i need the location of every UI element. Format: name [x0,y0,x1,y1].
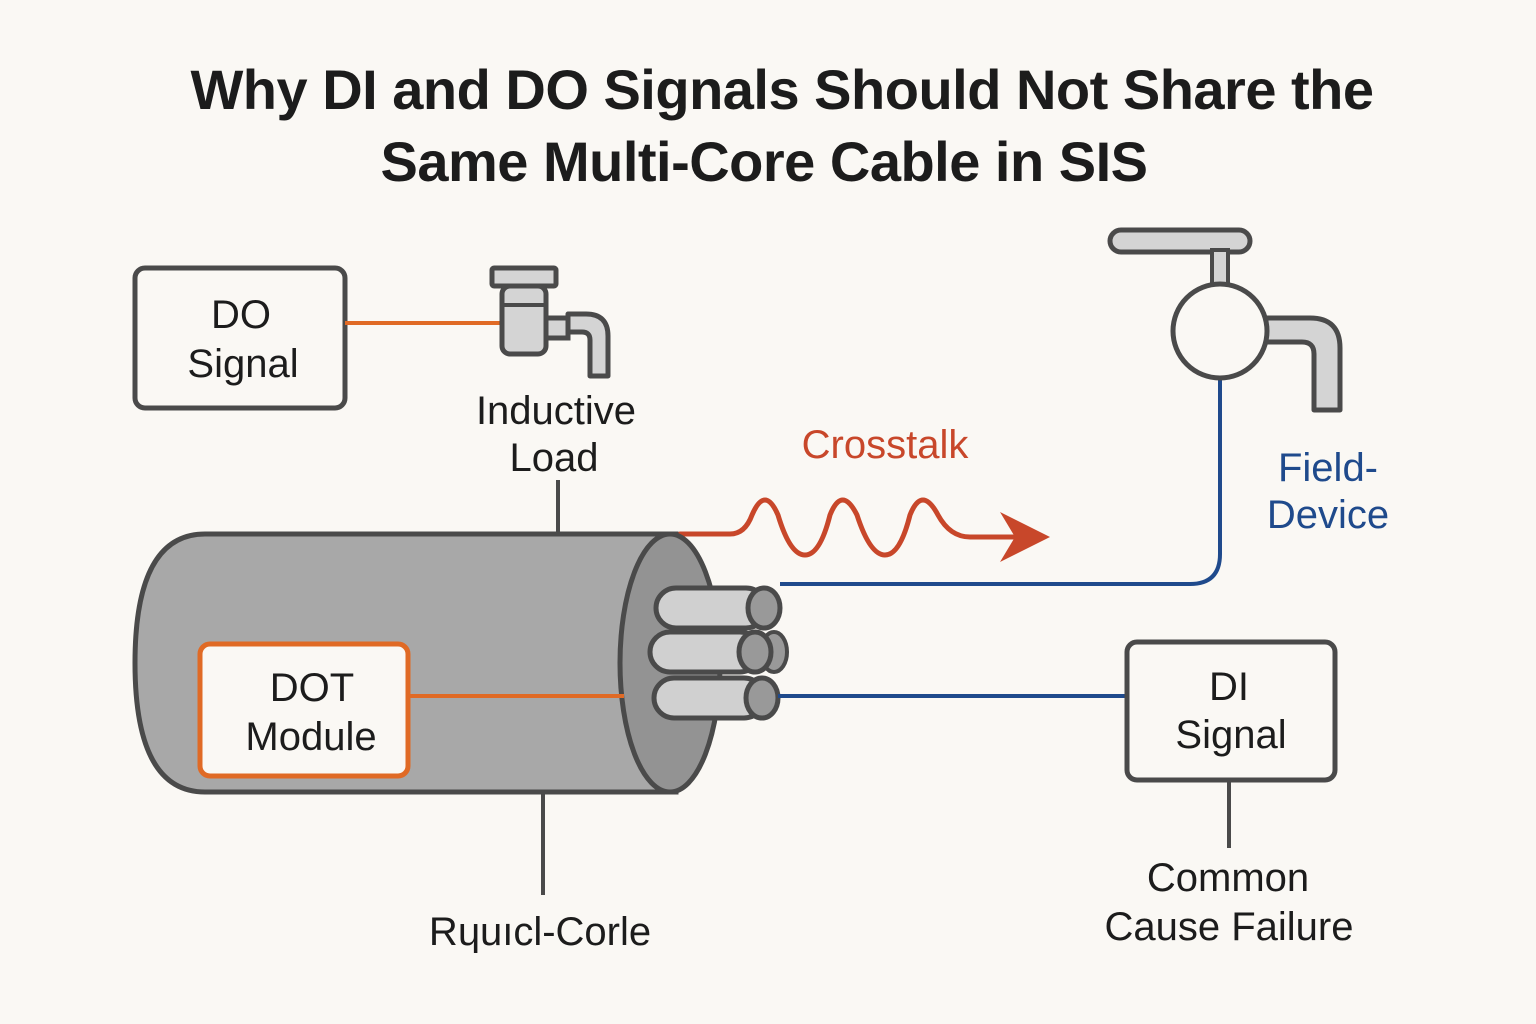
inductive-load-valve-icon [489,265,611,379]
dot-module-label-1: DOT [270,666,354,710]
do-signal-label-1: DO [211,293,271,337]
inductive-load-label-1: Inductive [476,389,636,433]
core-1 [653,585,783,631]
ccf-label-2: Cause Failure [1104,905,1353,949]
do-signal-label-2: Signal [187,342,298,386]
field-device-line [780,378,1222,586]
title-line-1: Why DI and DO Signals Should Not Share t… [190,58,1374,121]
dot-module-box[interactable]: DOT Module [197,641,411,779]
multi-core-label: Rɥuıcl-Corle [429,910,651,954]
core-3 [651,675,781,721]
dot-module-label-2: Module [245,715,376,759]
field-device-label-2: Device [1267,493,1389,537]
di-signal-label-2: Signal [1175,713,1286,757]
do-signal-box[interactable]: DO Signal [132,265,348,411]
inductive-load-label-2: Load [510,436,599,480]
crosstalk-wave-arrow-icon [677,497,1050,562]
core-2 [647,629,789,675]
ccf-label-1: Common [1147,856,1309,900]
di-signal-label-1: DI [1209,665,1249,709]
di-signal-box[interactable]: DI Signal [1124,639,1338,783]
field-device-label-1: Field- [1278,446,1378,490]
field-device-valve-icon[interactable] [1107,227,1343,413]
crosstalk-label: Crosstalk [802,423,970,467]
cable-cores [647,585,789,721]
title-line-2: Same Multi-Core Cable in SIS [380,130,1148,193]
